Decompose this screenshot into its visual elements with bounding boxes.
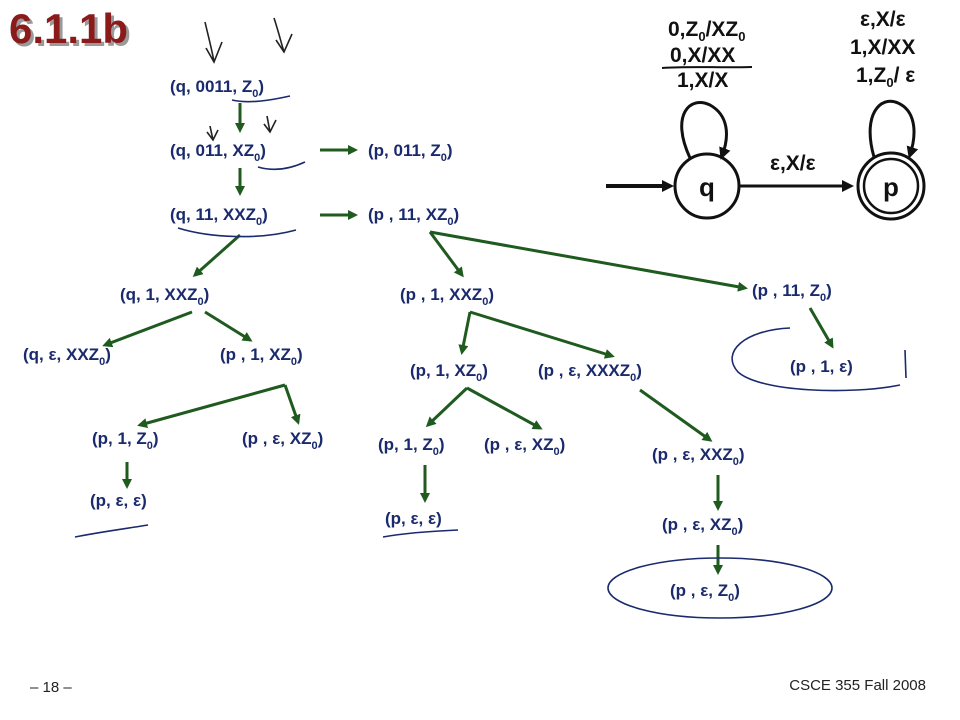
underline-n19 xyxy=(74,524,149,538)
circle-n13-tail xyxy=(904,349,907,379)
loop-p-label-3: 1,Z0/ ε xyxy=(856,64,915,90)
loop-p-label-1: ε,X/ε xyxy=(860,8,906,31)
page-number: – 18 – xyxy=(30,679,72,696)
id-node: (p , ε, XZ0) xyxy=(662,515,743,538)
loop-q-hand-underline xyxy=(661,66,753,69)
edge-n10-n15 xyxy=(283,384,301,425)
pda-diagram: q ε,X/ε p 0,Z0/XZ0 0,X/XX 1,X/X ε,X/ε 1,… xyxy=(606,8,926,221)
edge-n5-n8 xyxy=(429,230,748,292)
id-node: (p, ε, ε) xyxy=(90,491,147,510)
id-node: (q, 11, XXZ0) xyxy=(170,205,268,228)
self-loop-p xyxy=(868,99,919,159)
handwritten-annotations xyxy=(74,17,907,619)
loop-q-label-3: 1,X/X xyxy=(677,69,728,92)
id-node: (p , ε, XXZ0) xyxy=(652,445,745,468)
edge-n12-n18 xyxy=(639,388,713,442)
edge-n11-n17 xyxy=(466,386,543,430)
id-node: (p, 1, Z0) xyxy=(378,435,445,458)
course-label: CSCE 355 Fall 2008 xyxy=(789,677,926,694)
state-p xyxy=(856,151,926,221)
id-node: (p , ε, Z0) xyxy=(670,581,740,604)
id-node: (p, 1, XZ0) xyxy=(410,361,488,384)
id-node: (p , 11, XZ0) xyxy=(368,205,459,228)
underline-n1 xyxy=(231,95,291,103)
state-p-inner-ring xyxy=(862,157,920,215)
id-node: (p , 11, Z0) xyxy=(752,281,832,304)
id-node: (p , ε, XZ0) xyxy=(242,429,323,452)
slide-title: 6.1.1b xyxy=(9,5,128,52)
loop-p-label-2: 1,X/XX xyxy=(850,36,915,59)
id-node: (p , 1, XXZ0) xyxy=(400,285,494,308)
derivation-edges xyxy=(102,103,834,575)
id-node: (p, 011, Z0) xyxy=(368,141,453,164)
hand-arrow-1 xyxy=(204,21,223,64)
edge-n7-n11 xyxy=(458,311,472,355)
id-node: (p, 1, Z0) xyxy=(92,429,159,452)
edge-n10-n14 xyxy=(137,383,286,428)
id-node: (q, 0011, Z0) xyxy=(170,77,264,100)
edge-n6-n10 xyxy=(204,310,253,342)
id-node: (p , 1, ε) xyxy=(790,357,853,376)
id-node: (p , ε, XXXZ0) xyxy=(538,361,642,384)
id-node: (p, ε, ε) xyxy=(385,509,442,528)
circle-n22 xyxy=(607,557,833,619)
id-node: (q, 1, XXZ0) xyxy=(120,285,209,308)
state-q-label: q xyxy=(699,172,715,202)
id-node: (q, 011, XZ0) xyxy=(170,141,266,164)
edge-n8-n13 xyxy=(808,307,834,349)
edge-n6-n9 xyxy=(102,310,193,348)
underline-n20 xyxy=(382,529,459,538)
id-node: (p , 1, XZ0) xyxy=(220,345,303,368)
hand-arrow-3 xyxy=(206,125,219,142)
edge-n7-n12 xyxy=(469,310,615,359)
transition-q-p-label: ε,X/ε xyxy=(770,152,816,175)
edge-n5-n7 xyxy=(428,231,464,278)
state-p-label: p xyxy=(883,172,899,202)
self-loop-q xyxy=(680,101,731,160)
instantaneous-descriptions: (q, 0011, Z0) (q, 011, XZ0) (p, 011, Z0)… xyxy=(23,77,853,604)
hand-arrow-4 xyxy=(263,115,277,134)
hand-arrow-2 xyxy=(273,17,293,54)
underline-n4 xyxy=(177,227,297,238)
id-node: (q, ε, XXZ0) xyxy=(23,345,111,368)
loop-q-label-1: 0,Z0/XZ0 xyxy=(668,18,745,44)
edge-n4-n6 xyxy=(192,233,241,277)
slide-title-shadow: 6.1.1b xyxy=(12,8,131,55)
circle-n13 xyxy=(731,327,901,392)
underline-n2 xyxy=(257,161,306,170)
id-node: (p , ε, XZ0) xyxy=(484,435,565,458)
loop-q-label-2: 0,X/XX xyxy=(670,44,735,67)
edge-n11-n16 xyxy=(425,386,469,428)
